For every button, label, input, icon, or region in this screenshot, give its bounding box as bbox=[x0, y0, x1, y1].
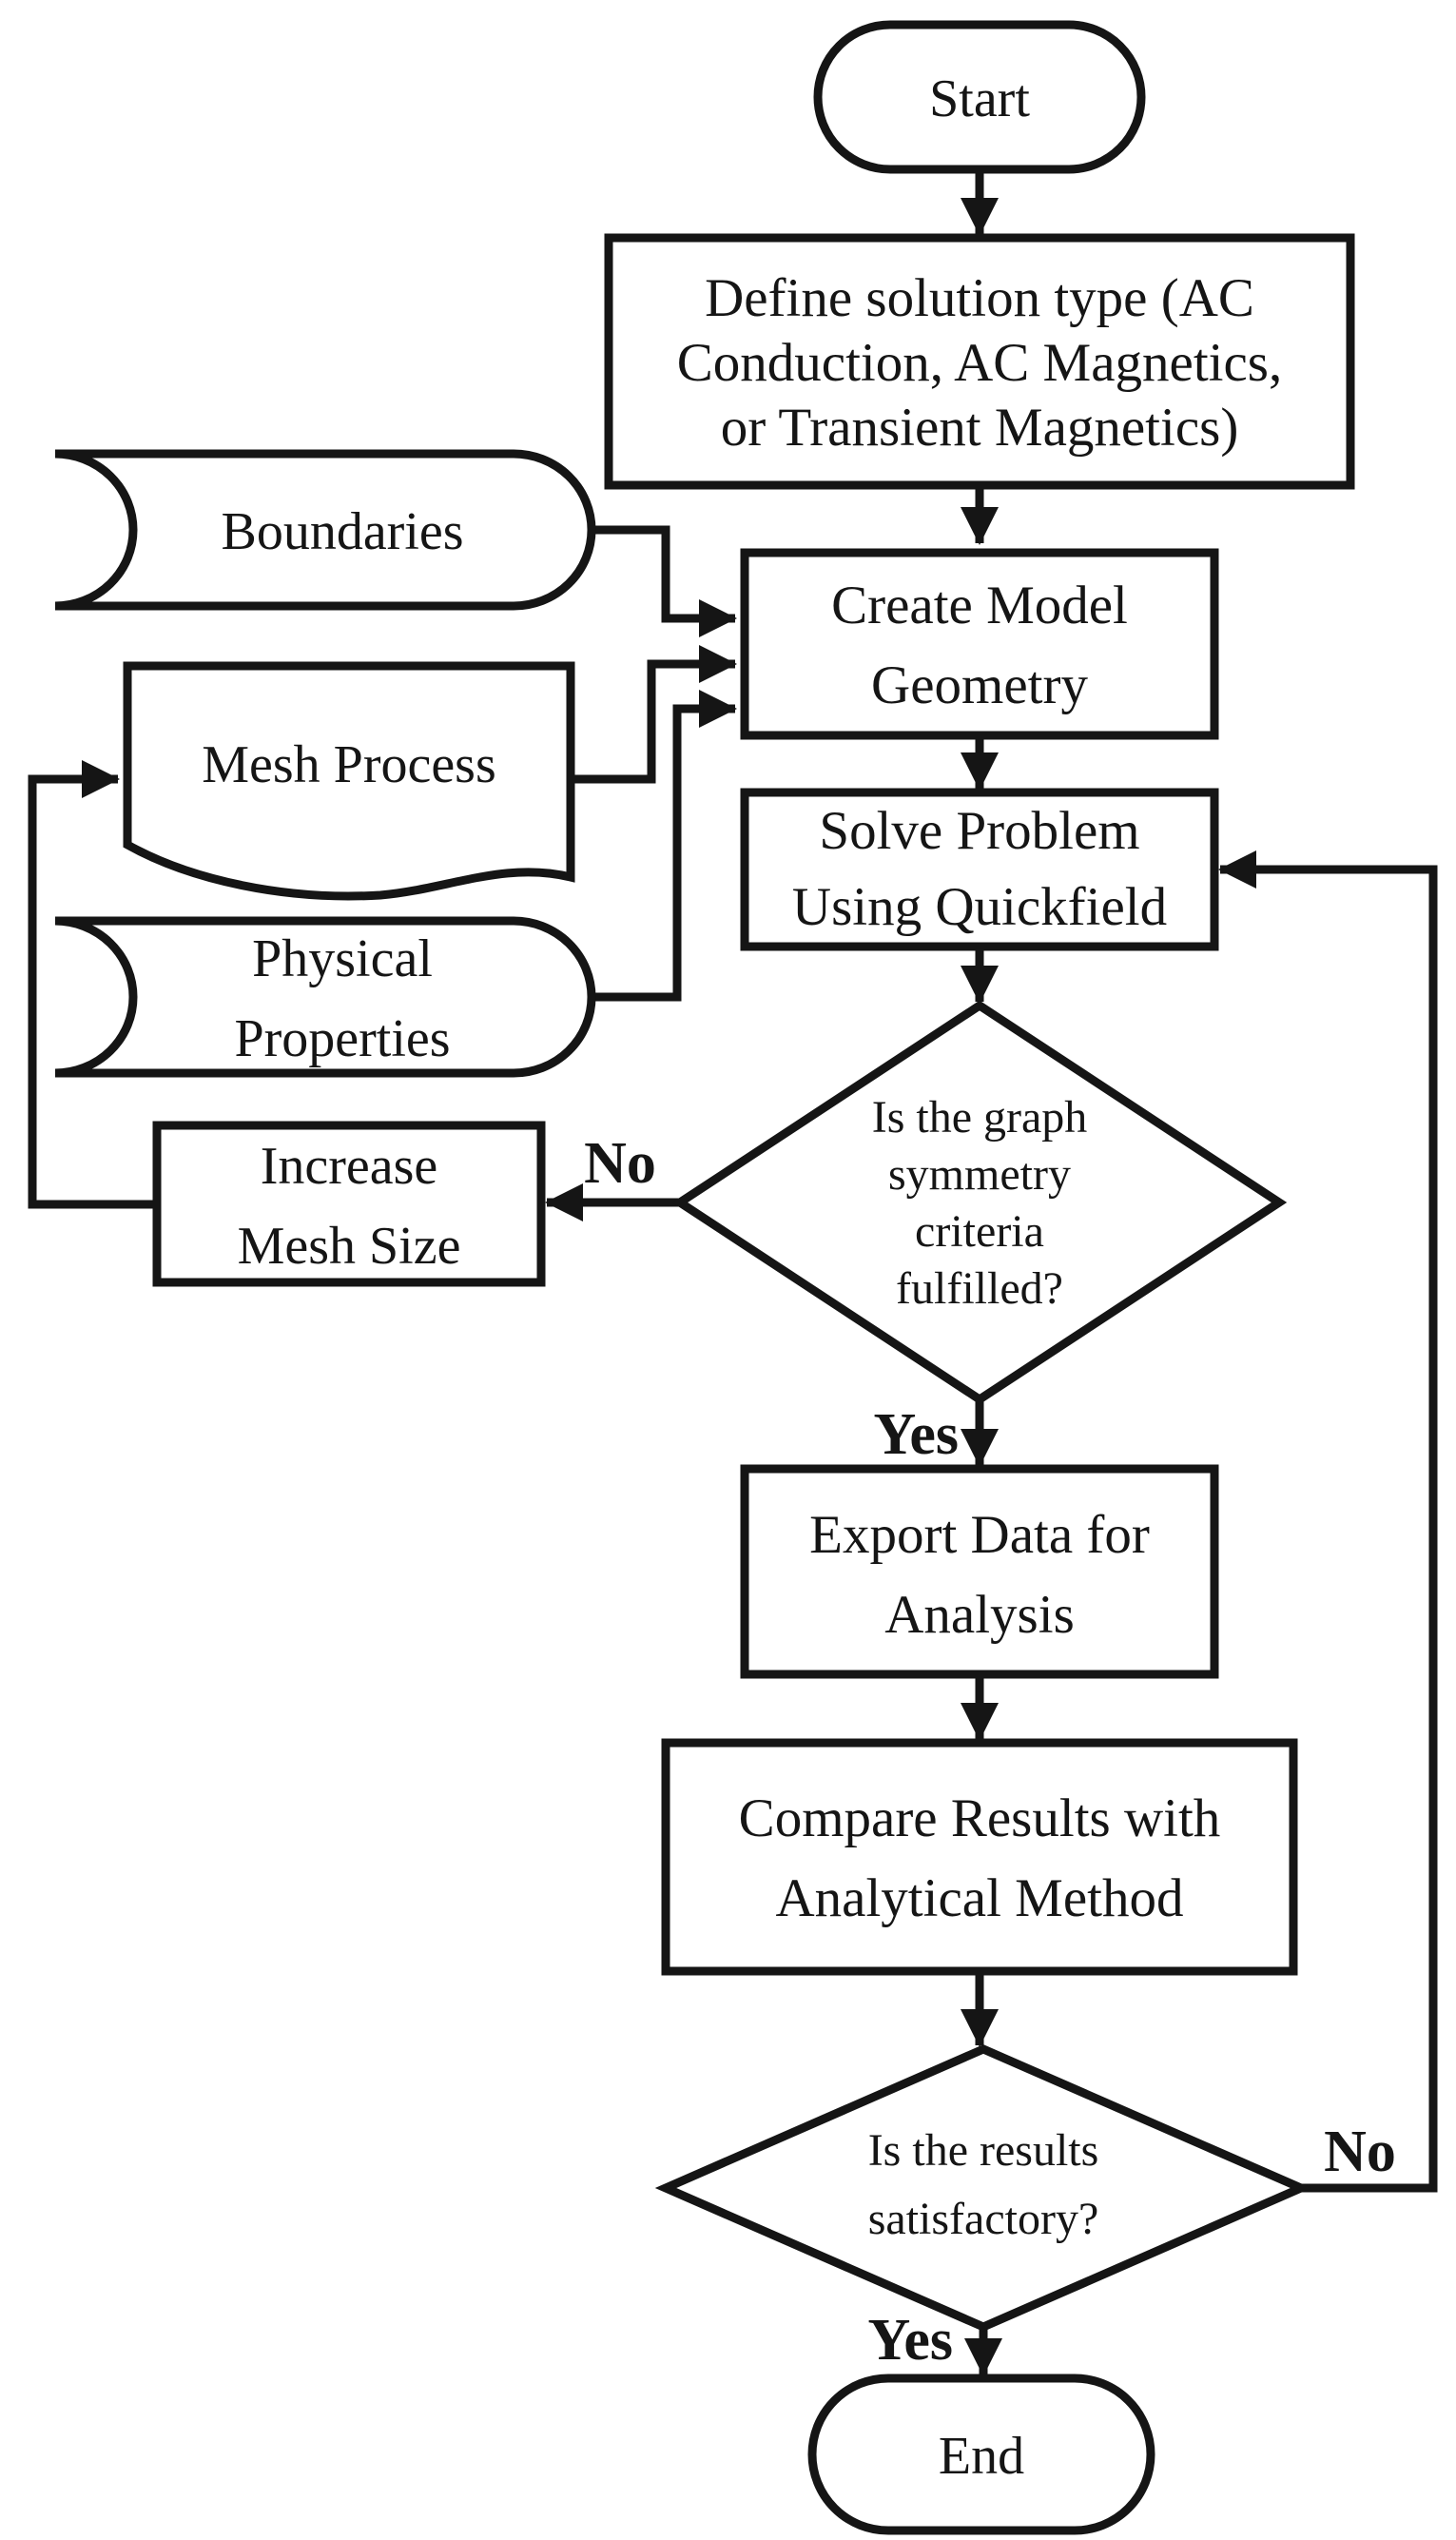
node-increase-mesh-size: Increase Mesh Size bbox=[152, 1121, 546, 1287]
define-line-3: or Transient Magnetics) bbox=[721, 398, 1239, 458]
decision1-line-4: fulfilled? bbox=[896, 1263, 1063, 1314]
create-line-2: Geometry bbox=[871, 655, 1088, 715]
process-shape-export bbox=[740, 1464, 1219, 1679]
decision2-line-1: Is the results bbox=[868, 2125, 1099, 2176]
decision-shape-results bbox=[654, 2044, 1312, 2332]
process-shape-increase bbox=[152, 1121, 546, 1287]
document-shape-mesh-process bbox=[123, 661, 575, 901]
start-label: Start bbox=[929, 69, 1030, 128]
terminator-shape-start bbox=[813, 20, 1146, 174]
solve-line-1: Solve Problem bbox=[819, 801, 1139, 861]
compare-line-2: Analytical Method bbox=[776, 1868, 1184, 1928]
node-start: Start bbox=[813, 20, 1146, 174]
node-mesh-process: Mesh Process bbox=[123, 661, 575, 901]
node-physical-properties: Physical Properties bbox=[54, 916, 596, 1078]
decision2-line-2: satisfactory? bbox=[868, 2194, 1099, 2244]
label-decision1-yes: Yes bbox=[873, 1402, 959, 1467]
label-decision2-no: No bbox=[1324, 2120, 1396, 2184]
node-define-solution-type: Define solution type (AC Conduction, AC … bbox=[604, 233, 1355, 490]
node-decision-graph-symmetry: Is the graph symmetry criteria fulfilled… bbox=[671, 1000, 1288, 1405]
increase-line-2: Mesh Size bbox=[238, 1217, 461, 1276]
node-create-model-geometry: Create Model Geometry bbox=[740, 548, 1219, 740]
node-boundaries: Boundaries bbox=[54, 449, 596, 611]
decision1-line-3: criteria bbox=[915, 1206, 1044, 1257]
export-line-2: Analysis bbox=[884, 1585, 1075, 1645]
decision1-line-1: Is the graph bbox=[872, 1092, 1088, 1143]
compare-line-1: Compare Results with bbox=[739, 1788, 1221, 1848]
mesh-process-label: Mesh Process bbox=[202, 735, 496, 794]
solve-line-2: Using Quickfield bbox=[792, 877, 1167, 937]
physical-line-1: Physical bbox=[252, 929, 433, 988]
stored-data-shape-boundaries bbox=[54, 449, 596, 611]
decision-shape-symmetry bbox=[671, 1000, 1288, 1405]
export-line-1: Export Data for bbox=[809, 1505, 1150, 1565]
connectors bbox=[28, 169, 1438, 2376]
label-decision1-no: No bbox=[584, 1131, 656, 1196]
decision1-line-2: symmetry bbox=[888, 1149, 1071, 1200]
process-shape-compare bbox=[661, 1738, 1298, 1976]
stored-data-shape-physical bbox=[54, 916, 596, 1078]
edge-increase-to-mesh-loop bbox=[28, 760, 157, 1209]
boundaries-label: Boundaries bbox=[221, 502, 463, 561]
label-decision2-yes: Yes bbox=[867, 2308, 953, 2373]
terminator-shape-end bbox=[807, 2374, 1155, 2535]
node-export-data: Export Data for Analysis bbox=[740, 1464, 1219, 1679]
end-label: End bbox=[939, 2427, 1024, 2486]
define-line-1: Define solution type (AC bbox=[705, 268, 1254, 328]
edge-boundaries-to-create bbox=[592, 525, 737, 637]
edge-physical-to-create bbox=[592, 690, 737, 1002]
create-line-1: Create Model bbox=[831, 576, 1128, 635]
edge-mesh-to-create bbox=[571, 645, 737, 784]
process-shape-define bbox=[604, 233, 1355, 490]
physical-line-2: Properties bbox=[234, 1009, 450, 1068]
increase-line-1: Increase bbox=[261, 1137, 438, 1196]
node-compare-results: Compare Results with Analytical Method bbox=[661, 1738, 1298, 1976]
process-shape-create bbox=[740, 548, 1219, 740]
node-solve-problem: Solve Problem Using Quickfield bbox=[740, 788, 1219, 951]
process-shape-solve bbox=[740, 788, 1219, 951]
node-end: End bbox=[807, 2374, 1155, 2535]
define-line-2: Conduction, AC Magnetics, bbox=[677, 333, 1282, 393]
edge-decision2-no-to-solve bbox=[1218, 850, 1438, 2193]
node-decision-results-satisfactory: Is the results satisfactory? bbox=[654, 2044, 1312, 2332]
